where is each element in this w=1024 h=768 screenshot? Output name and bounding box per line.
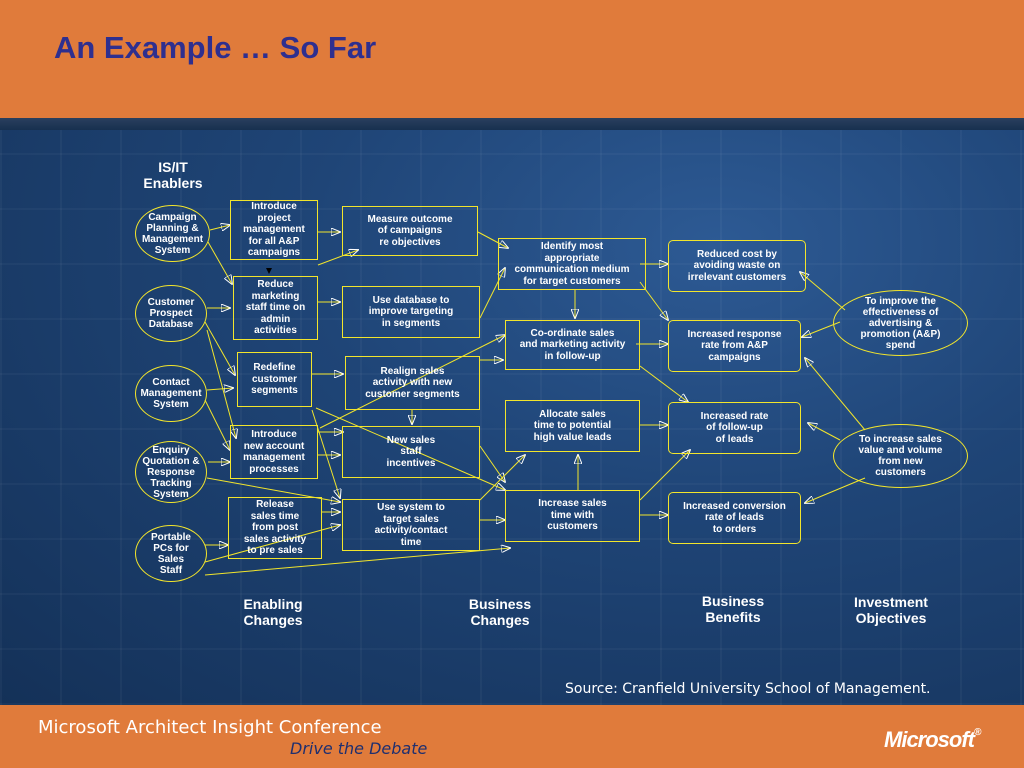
benefit-increased-follow-up: Increased rate of follow-up of leads	[668, 402, 801, 454]
header-band: An Example … So Far	[0, 0, 1024, 118]
header-divider	[0, 118, 1024, 130]
heading-business-changes: Business Changes	[468, 596, 532, 628]
enabling-release-sales-time: Release sales time from post sales activ…	[228, 497, 322, 559]
benefit-reduced-cost: Reduced cost by avoiding waste on irrele…	[668, 240, 806, 292]
business-measure-outcome: Measure outcome of campaigns re objectiv…	[342, 206, 478, 256]
heading-investment-objectives: Investment Objectives	[854, 594, 928, 626]
business-coordinate-sales-marketing: Co-ordinate sales and marketing activity…	[505, 320, 640, 370]
business-allocate-sales-time: Allocate sales time to potential high va…	[505, 400, 640, 452]
logo-text: Microsoft	[884, 727, 975, 752]
enabling-redefine-segments: Redefine customer segments	[237, 352, 312, 407]
source-citation: Source: Cranfield University School of M…	[565, 681, 931, 697]
enabler-customer-prospect-database: Customer Prospect Database	[135, 285, 207, 342]
connector-lines	[204, 130, 866, 576]
objective-increase-sales: To increase sales value and volume from …	[833, 424, 968, 488]
enabling-reduce-admin-time: Reduce marketing staff time on admin act…	[233, 276, 318, 340]
triangle-marker	[266, 268, 272, 274]
footer-band: Microsoft Architect Insight Conference D…	[0, 705, 1024, 768]
enabling-project-management: Introduce project management for all A&P…	[230, 200, 318, 260]
objective-improve-effectiveness: To improve the effectiveness of advertis…	[833, 290, 968, 356]
enabler-enquiry-quotation: Enquiry Quotation & Response Tracking Sy…	[135, 441, 207, 503]
business-target-sales-activity: Use system to target sales activity/cont…	[342, 499, 480, 551]
business-realign-sales: Realign sales activity with new customer…	[345, 356, 480, 410]
slide-title: An Example … So Far	[54, 30, 377, 65]
benefit-increased-conversion: Increased conversion rate of leads to or…	[668, 492, 801, 544]
trademark-icon: ®	[974, 727, 981, 738]
heading-is-it-enablers: IS/IT Enablers	[143, 159, 203, 191]
enabler-contact-management: Contact Management System	[135, 365, 207, 422]
microsoft-logo: Microsoft®	[884, 727, 981, 753]
enabler-portable-pcs: Portable PCs for Sales Staff	[135, 525, 207, 582]
tagline: Drive the Debate	[290, 739, 428, 758]
heading-enabling-changes: Enabling Changes	[243, 596, 303, 628]
benefit-increased-response: Increased response rate from A&P campaig…	[668, 320, 801, 372]
business-sales-incentives: New sales staff incentives	[342, 426, 480, 478]
enabling-account-management: Introduce new account management process…	[230, 425, 318, 479]
enabler-campaign-planning: Campaign Planning & Management System	[135, 205, 210, 262]
business-identify-medium: Identify most appropriate communication …	[498, 238, 646, 290]
diagram-area: IS/IT Enablers Enabling Changes Business…	[0, 130, 1024, 705]
heading-business-benefits: Business Benefits	[701, 593, 765, 625]
conference-name: Microsoft Architect Insight Conference	[38, 717, 382, 738]
business-use-database: Use database to improve targeting in seg…	[342, 286, 480, 338]
business-increase-sales-time: Increase sales time with customers	[505, 490, 640, 542]
